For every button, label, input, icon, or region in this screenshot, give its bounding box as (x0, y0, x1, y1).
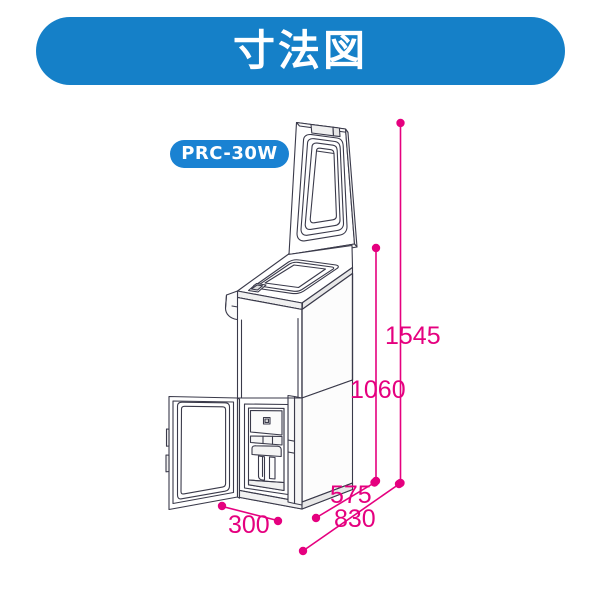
dimension-label-depth-with-door: 830 (334, 505, 376, 533)
dimension-label-height-body: 1060 (350, 376, 406, 404)
cabinet-door-frame (287, 394, 303, 506)
lid-hinge-tabs (310, 123, 341, 138)
model-number-badge: PRC-30W (170, 140, 289, 168)
upper-body-seams (240, 317, 299, 399)
dimension-line-1545 (396, 118, 405, 488)
lid-inner-rim-3 (304, 142, 341, 231)
dimension-line-575 (311, 478, 379, 523)
lid-inner-recess (309, 147, 337, 224)
lid-inner-rim-2 (300, 138, 345, 236)
dimension-annotations-group (217, 118, 405, 556)
dimension-label-height-total: 1545 (385, 322, 441, 350)
header-banner: 寸法図 (36, 17, 565, 85)
product-outline-group (165, 121, 358, 511)
door-hinges (165, 428, 170, 473)
dimension-label-depth: 575 (330, 481, 372, 509)
dimension-line-1060 (371, 243, 381, 486)
lid-inner-rim-1 (296, 133, 348, 242)
dimension-line-300 (217, 501, 283, 526)
page-title: 寸法図 (232, 26, 368, 75)
cabinet-interior (243, 403, 289, 496)
dimension-line-830 (298, 479, 404, 556)
open-cabinet-door (168, 395, 241, 511)
upper-body (236, 272, 354, 399)
dimension-label-width: 300 (228, 511, 270, 539)
model-number-label: PRC-30W (181, 143, 278, 164)
deck-latch (247, 282, 267, 293)
lid-recess-top-line (315, 150, 335, 155)
